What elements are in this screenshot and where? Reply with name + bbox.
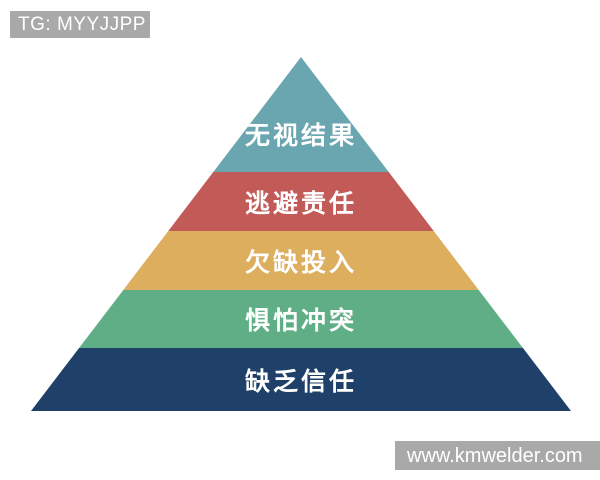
pyramid-level-label: 无视结果 bbox=[244, 121, 357, 150]
watermark-bottom-right: www.kmwelder.com bbox=[395, 441, 600, 470]
pyramid-level-label: 欠缺投入 bbox=[244, 248, 357, 277]
pyramid-level-lack-commitment: 欠缺投入 bbox=[31, 231, 571, 290]
pyramid-diagram: 无视结果 逃避责任 欠缺投入 惧怕冲突 缺乏信任 bbox=[31, 57, 571, 411]
watermark-top-left: TG: MYYJJPP bbox=[10, 11, 150, 38]
pyramid-level-label: 缺乏信任 bbox=[244, 367, 357, 396]
pyramid-level-avoid-accountability: 逃避责任 bbox=[31, 172, 571, 231]
watermark-bottom-right-text: www.kmwelder.com bbox=[407, 444, 583, 467]
pyramid-level-ignore-results: 无视结果 bbox=[31, 57, 571, 172]
watermark-top-left-text: TG: MYYJJPP bbox=[18, 14, 146, 35]
pyramid-level-label: 惧怕冲突 bbox=[244, 307, 357, 335]
pyramid-level-fear-conflict: 惧怕冲突 bbox=[31, 290, 571, 348]
pyramid-level-label: 逃避责任 bbox=[244, 189, 357, 218]
pyramid-level-absence-trust: 缺乏信任 bbox=[31, 348, 571, 411]
